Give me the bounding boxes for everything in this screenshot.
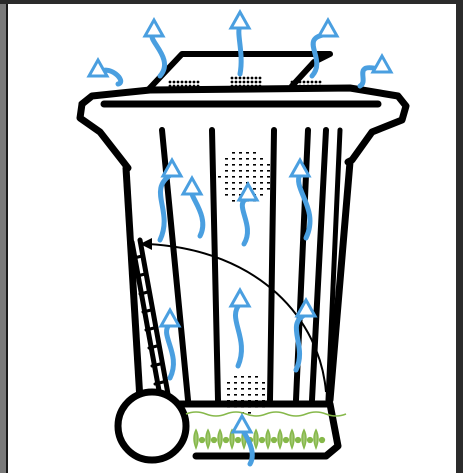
wheel-icon xyxy=(118,392,186,460)
aeration-zone-lower xyxy=(227,376,265,414)
bin-slat xyxy=(270,130,274,400)
bin-slat xyxy=(212,130,218,400)
airflow-arrow-icon xyxy=(89,60,121,84)
airflow-arrow-icon xyxy=(231,290,249,366)
bin-lid-front xyxy=(80,104,128,168)
airflow-arrow-icon xyxy=(312,20,337,76)
vegetation-icon xyxy=(186,412,346,448)
wheelie-bin-icon xyxy=(80,54,406,456)
airflow-arrow-icon xyxy=(183,178,203,236)
airflow-arrow-icon xyxy=(145,20,165,76)
airflow-arrow-icon xyxy=(360,56,391,86)
airflow-arrow-icon xyxy=(239,184,257,244)
bin-lid xyxy=(82,88,406,162)
airflow-arrow-icon xyxy=(291,160,310,238)
airflow-arrow-icon xyxy=(231,12,249,74)
